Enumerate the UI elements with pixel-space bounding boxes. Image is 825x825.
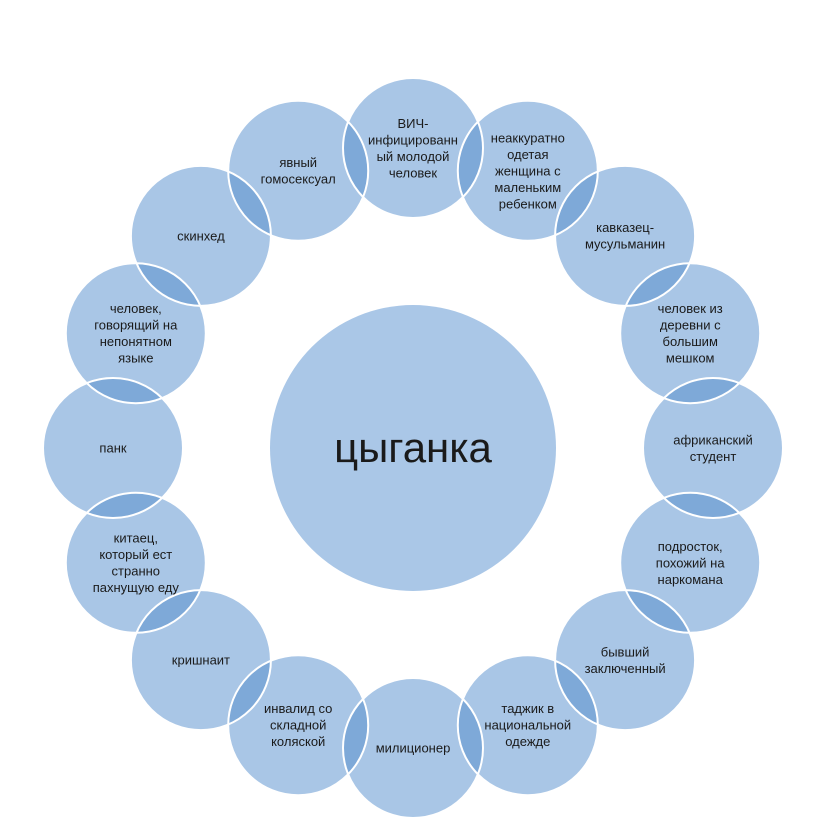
overlap-7	[555, 655, 598, 731]
outline-layer	[42, 77, 784, 819]
node-circle-1	[343, 78, 483, 218]
overlap-15	[228, 165, 271, 241]
node-circle-13	[43, 378, 183, 518]
center-node: цыганка	[270, 305, 556, 591]
node-outline-5	[642, 377, 784, 519]
overlap-3	[620, 263, 696, 306]
node-outline-13	[42, 377, 184, 519]
node-label-15: скинхед	[177, 228, 225, 243]
node-label-3: кавказец-мусульманин	[585, 220, 665, 252]
node-label-11: кришнаит	[172, 653, 230, 668]
overlap-2	[555, 165, 598, 241]
overlap-10	[228, 655, 271, 731]
node-label-9: милиционер	[376, 741, 451, 756]
node-label-13: панк	[99, 441, 126, 456]
overlap-11	[130, 590, 206, 633]
node-outline-8	[456, 654, 599, 797]
center-label: цыганка	[334, 424, 492, 471]
node-outline-12	[64, 491, 207, 634]
overlap-14	[130, 263, 206, 306]
node-outline-4	[619, 262, 762, 405]
center-circle	[270, 305, 556, 591]
node-circle-5	[643, 378, 783, 518]
node-outline-16	[227, 99, 370, 242]
node-outline-1	[342, 77, 484, 219]
node-outline-9	[342, 677, 484, 819]
node-circle-9	[343, 678, 483, 818]
overlap-6	[620, 590, 696, 633]
overlap-layer	[65, 100, 761, 796]
